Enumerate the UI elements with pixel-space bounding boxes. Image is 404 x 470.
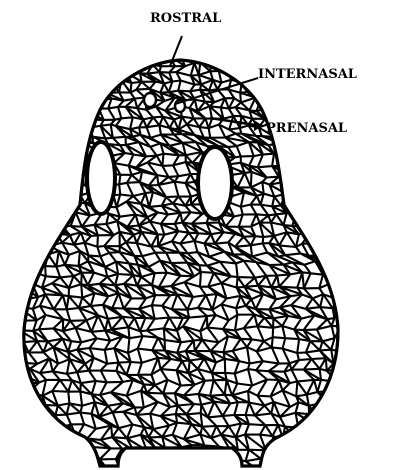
left-eye [87,142,115,214]
right-eye [198,147,232,219]
prenasal-label: PRENASAL [266,121,347,136]
internasal-label: INTERNASAL [258,67,357,82]
left-nasal-opening [144,93,156,107]
rostral-label: ROSTRAL [150,11,221,26]
